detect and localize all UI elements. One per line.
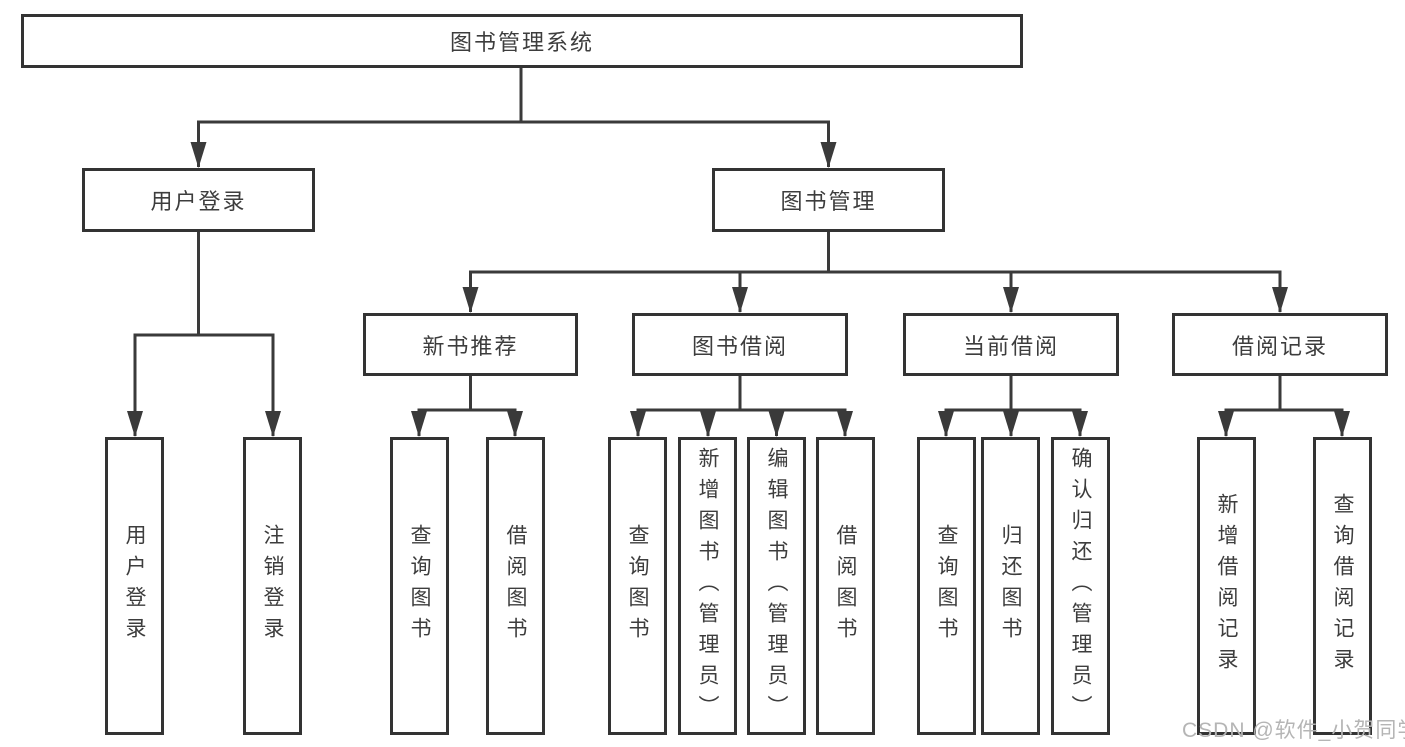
leaf-add-books-admin-label: 新增图书（管理员） <box>696 446 719 726</box>
leaf-borrow-books-recommend: 借阅图书 <box>486 437 545 735</box>
leaf-user-login-label: 用户登录 <box>123 524 146 648</box>
leaf-query-books-borrowing-label: 查询图书 <box>626 524 649 648</box>
leaf-borrow-books-borrowing: 借阅图书 <box>816 437 875 735</box>
leaf-logout: 注销登录 <box>243 437 302 735</box>
leaf-add-borrow-record-label: 新增借阅记录 <box>1215 493 1238 679</box>
node-book-management: 图书管理 <box>712 168 945 232</box>
leaf-query-books-current-label: 查询图书 <box>935 524 958 648</box>
node-borrowing-records: 借阅记录 <box>1172 313 1388 376</box>
leaf-borrow-books-borrowing-label: 借阅图书 <box>834 524 857 648</box>
leaf-confirm-return-admin-label: 确认归还（管理员） <box>1069 446 1092 726</box>
leaf-query-books-recommend-label: 查询图书 <box>408 524 431 648</box>
node-book-borrowing: 图书借阅 <box>632 313 848 376</box>
node-current-borrowing: 当前借阅 <box>903 313 1119 376</box>
node-user-login: 用户登录 <box>82 168 315 232</box>
leaf-return-books-label: 归还图书 <box>999 524 1022 648</box>
leaf-borrow-books-recommend-label: 借阅图书 <box>504 524 527 648</box>
leaf-query-books-current: 查询图书 <box>917 437 976 735</box>
leaf-user-login: 用户登录 <box>105 437 164 735</box>
watermark-text: CSDN @软件_小贺同学 <box>1182 719 1405 742</box>
leaf-edit-books-admin-label: 编辑图书（管理员） <box>765 446 788 726</box>
node-root: 图书管理系统 <box>21 14 1023 68</box>
leaf-return-books: 归还图书 <box>981 437 1040 735</box>
leaf-confirm-return-admin: 确认归还（管理员） <box>1051 437 1110 735</box>
leaf-query-books-borrowing: 查询图书 <box>608 437 667 735</box>
leaf-edit-books-admin: 编辑图书（管理员） <box>747 437 806 735</box>
leaf-query-books-recommend: 查询图书 <box>390 437 449 735</box>
leaf-add-books-admin: 新增图书（管理员） <box>678 437 737 735</box>
leaf-add-borrow-record: 新增借阅记录 <box>1197 437 1256 735</box>
leaf-query-borrow-record-label: 查询借阅记录 <box>1331 493 1354 679</box>
node-new-book-recommendation: 新书推荐 <box>363 313 578 376</box>
leaf-logout-label: 注销登录 <box>261 524 284 648</box>
leaf-query-borrow-record: 查询借阅记录 <box>1313 437 1372 735</box>
